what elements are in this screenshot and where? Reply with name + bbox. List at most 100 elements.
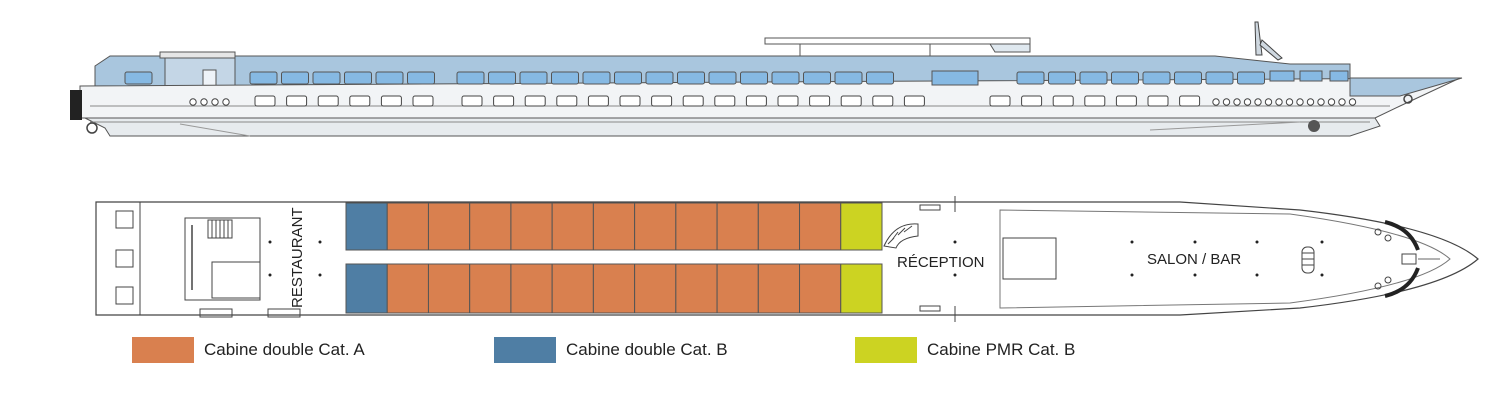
cabin-cat-a (716, 263, 759, 314)
cabin-cat-a (386, 202, 429, 251)
window (1079, 71, 1108, 85)
window (740, 71, 768, 85)
window (1237, 71, 1265, 85)
lower-deck-windows (254, 95, 1201, 107)
cabin-pmr (840, 263, 883, 314)
legend-swatch-cat-a (132, 337, 194, 363)
cabin-cat-a (510, 202, 553, 251)
window (1115, 95, 1137, 107)
salon-bar-label: SALON / BAR (1147, 251, 1241, 268)
legend-label-pmr: Cabine PMR Cat. B (927, 340, 1076, 359)
window (1048, 71, 1076, 85)
window (1299, 70, 1323, 82)
porthole (1264, 98, 1273, 106)
window (651, 95, 673, 107)
window (682, 95, 704, 107)
window (714, 95, 736, 107)
window (834, 71, 863, 85)
legend-label-cat-b: Cabine double Cat. B (566, 340, 728, 359)
window (344, 71, 372, 85)
porthole (1306, 98, 1315, 106)
cabin-cat-a (675, 263, 718, 314)
window (1016, 71, 1045, 85)
cabin-cat-a (427, 202, 471, 251)
window (556, 95, 578, 107)
cabin-cat-a (551, 263, 594, 314)
window (931, 70, 979, 86)
porthole (1296, 98, 1304, 106)
cabin-cat-a (469, 263, 512, 314)
upper-deck-windows (124, 70, 1349, 86)
window (582, 71, 611, 85)
window (312, 71, 341, 85)
cabin-cat-a (634, 263, 677, 314)
window (412, 95, 434, 107)
porthole (189, 98, 197, 106)
porthole (1275, 98, 1283, 106)
cabin-cat-a (799, 263, 842, 314)
cabin-cat-a (592, 202, 636, 251)
window (317, 95, 339, 107)
window (708, 71, 737, 85)
cabin-cat-a (716, 202, 759, 251)
portholes (189, 98, 1357, 106)
cabin-cat-a (634, 202, 677, 251)
window (614, 71, 642, 85)
window (1147, 95, 1169, 107)
window (745, 95, 767, 107)
window (1084, 95, 1106, 107)
window (493, 95, 515, 107)
window (488, 71, 516, 85)
cabin-cat-a (427, 263, 471, 314)
cabin-cat-a (757, 263, 801, 314)
window (645, 71, 674, 85)
cabin-pmr (840, 202, 883, 251)
porthole (1212, 98, 1220, 106)
porthole (1327, 98, 1336, 106)
window (524, 95, 546, 107)
window (461, 95, 483, 107)
window (809, 95, 831, 107)
window (380, 95, 402, 107)
porthole (211, 98, 219, 106)
window (1179, 95, 1201, 107)
window (551, 71, 579, 85)
legend-item-cat-a: Cabine double Cat. A (132, 337, 365, 363)
cabin-cat-a (757, 202, 801, 251)
window (407, 71, 435, 85)
window (519, 71, 548, 85)
window (803, 71, 831, 85)
porthole (1348, 98, 1357, 106)
window (677, 71, 705, 85)
window (124, 71, 153, 85)
window (777, 95, 799, 107)
window (1269, 70, 1295, 82)
porthole (1285, 98, 1294, 106)
cabin-cat-a (799, 202, 842, 251)
cabin-row-port (345, 202, 883, 251)
cabin-cat-b (345, 263, 388, 314)
window (866, 71, 894, 85)
cabin-cat-a (510, 263, 553, 314)
legend-label-cat-a: Cabine double Cat. A (204, 340, 365, 359)
porthole (1317, 98, 1325, 106)
window (1142, 71, 1171, 85)
window (619, 95, 641, 107)
restaurant-label: RESTAURANT (289, 207, 306, 308)
window (456, 71, 485, 85)
legend-swatch-cat-b (494, 337, 556, 363)
window (1329, 70, 1349, 82)
porthole (1233, 98, 1241, 106)
cabin-cat-a (551, 202, 594, 251)
window (249, 71, 278, 85)
porthole (1338, 98, 1346, 106)
cabin-cat-a (386, 263, 429, 314)
window (281, 71, 309, 85)
cabin-row-starboard (345, 263, 883, 314)
window (349, 95, 371, 107)
cabin-cat-a (469, 202, 512, 251)
deck-plan: RESTAURANT RÉCEPTION SALON / BAR (95, 196, 1479, 322)
window (1052, 95, 1074, 107)
window (840, 95, 862, 107)
